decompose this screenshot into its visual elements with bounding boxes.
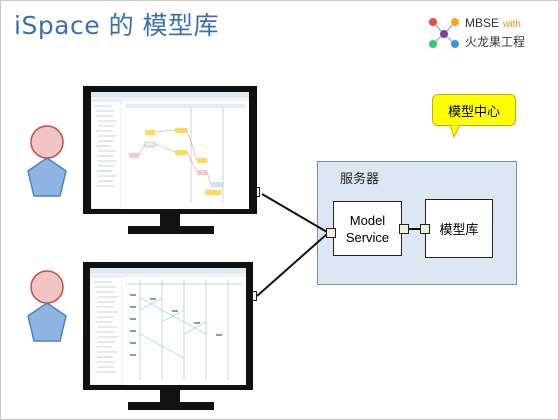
model-center-callout: 模型中心 [432,94,516,126]
user-icon [27,270,67,342]
port-service-left [326,228,336,238]
callout-tail [449,125,461,139]
model-repository-box: 模型库 [425,199,493,258]
user-icon [27,125,67,197]
logo-icon [429,18,459,48]
port-service-right [399,224,409,234]
monitor-screen-1 [91,92,249,209]
monitor-stand-base-2 [128,402,214,410]
page-title: iSpace 的 模型库 [14,11,220,40]
model-service-box: Model Service [333,201,402,256]
logo-subtext: 火龙果工程 [465,35,526,49]
screen-content-1 [91,92,249,209]
monitor-stand-neck-1 [160,214,180,228]
monitor-screen-2 [90,268,246,385]
monitor-stand-neck-2 [160,390,180,404]
screen-content-2 [90,268,246,385]
server-label: 服务器 [340,172,380,187]
monitor-stand-base-1 [128,226,214,234]
port-repo-left [420,224,430,234]
